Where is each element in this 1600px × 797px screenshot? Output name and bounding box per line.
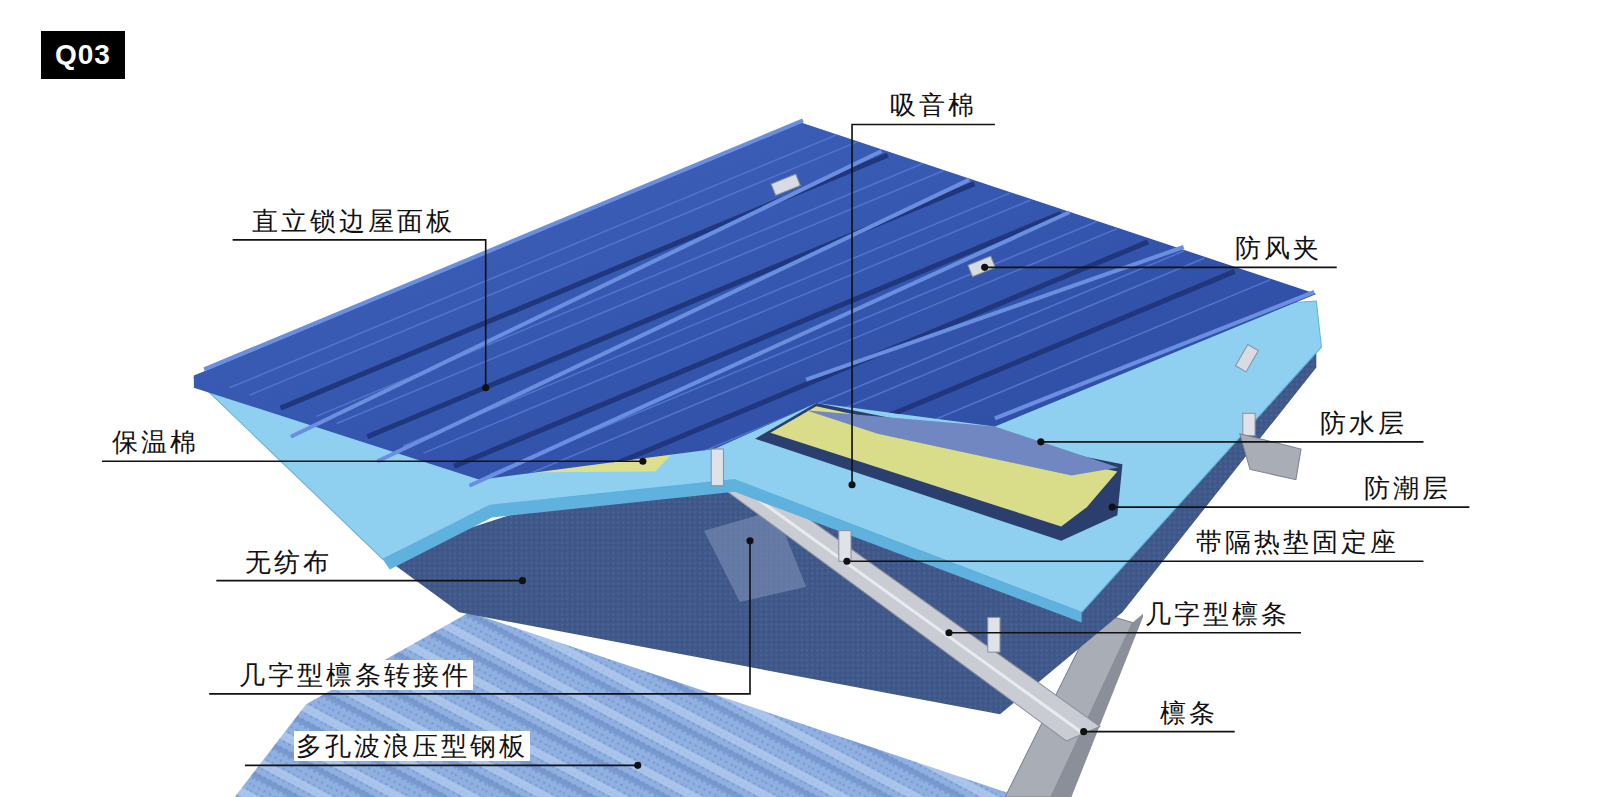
part-label: 几字型檩条转接件	[237, 660, 473, 690]
title-badge: Q03	[41, 31, 125, 79]
badge-text: Q03	[55, 39, 111, 70]
part-label: 防风夹	[1233, 233, 1324, 263]
leader-lines	[102, 124, 1469, 765]
purlin-top	[1240, 434, 1301, 480]
part-label: 几字型檩条	[1143, 599, 1292, 629]
leader-dots	[482, 264, 1116, 769]
wind-clips	[771, 174, 1258, 372]
standing-seams	[204, 120, 1314, 485]
part-label: 防潮层	[1362, 473, 1453, 503]
part-label: 吸音棉	[888, 90, 979, 120]
part-label: 无纺布	[243, 547, 334, 577]
part-label: 防水层	[1318, 408, 1409, 438]
part-label: 带隔热垫固定座	[1194, 527, 1401, 557]
roof-panel	[194, 122, 1316, 479]
part-label: 保温棉	[110, 427, 201, 457]
part-label: 多孔波浪压型钢板	[294, 731, 530, 761]
panel-ribs	[230, 135, 1271, 533]
vapour-layer	[755, 403, 1122, 541]
part-label: 直立锁边屋面板	[250, 206, 457, 236]
part-label: 檩条	[1158, 698, 1220, 728]
